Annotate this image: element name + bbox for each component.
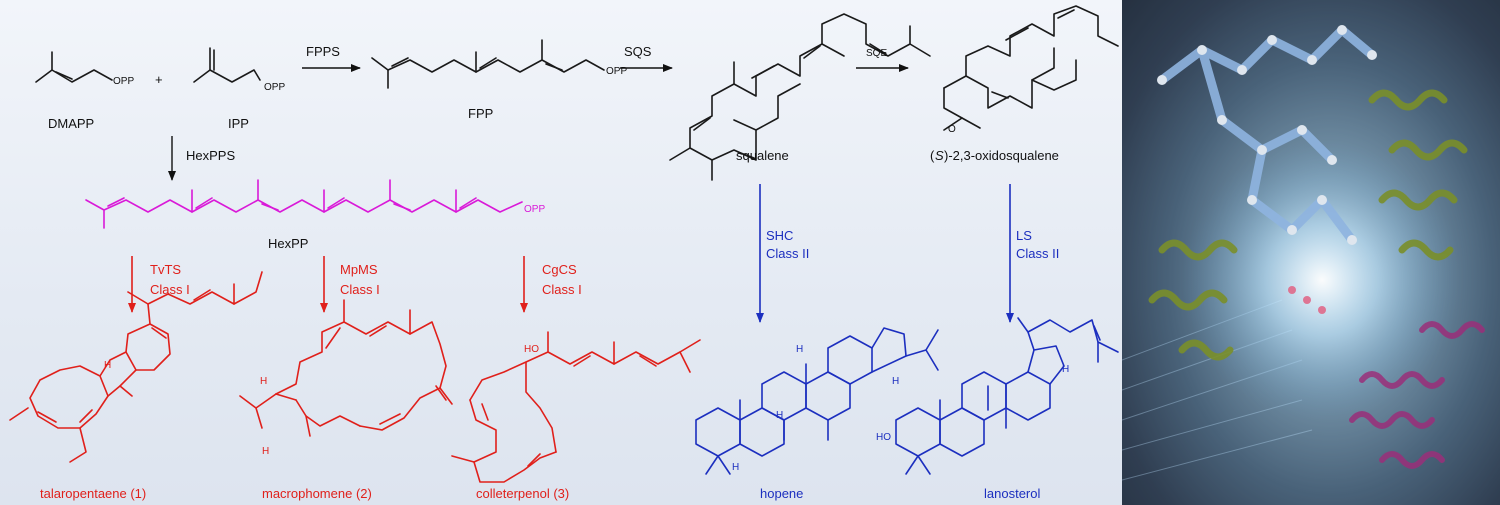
hopene-h1: H bbox=[796, 344, 803, 355]
mpms-class-label: Class I bbox=[340, 282, 380, 297]
protein-illustration bbox=[1122, 0, 1500, 505]
ligand-atoms bbox=[1157, 25, 1377, 245]
hexpps-label: HexPPS bbox=[186, 148, 235, 163]
oxidosqualene-structure: O bbox=[943, 5, 1119, 135]
colleterpenol-structure: HO bbox=[451, 331, 701, 483]
talaropentaene-structure: H bbox=[9, 271, 263, 463]
hopene-h2: H bbox=[776, 410, 783, 421]
colleterpenol-label: colleterpenol (3) bbox=[476, 486, 569, 501]
epoxide-o-label: O bbox=[948, 124, 956, 135]
hopene-h4: H bbox=[892, 376, 899, 387]
ipp-structure: OPP bbox=[193, 47, 285, 93]
cgcs-label: CgCS bbox=[542, 262, 577, 277]
hopene-structure: H H H H bbox=[695, 327, 939, 475]
tvts-class-label: Class I bbox=[150, 282, 190, 297]
hopene-label: hopene bbox=[760, 486, 803, 501]
sqe-label: SQE bbox=[866, 48, 887, 59]
macrophomene-structure: H H bbox=[239, 299, 453, 457]
shc-label: SHC bbox=[766, 228, 793, 243]
helices-purple bbox=[1349, 321, 1485, 469]
ls-label: LS bbox=[1016, 228, 1032, 243]
helices-green bbox=[1148, 89, 1468, 361]
hexpp-structure: OPP bbox=[85, 179, 545, 229]
hopene-h3: H bbox=[732, 462, 739, 473]
squalene-label: squalene bbox=[736, 148, 789, 163]
sqs-label: SQS bbox=[624, 44, 652, 59]
tvts-label: TvTS bbox=[150, 262, 181, 277]
oxidosqualene-stereo: S bbox=[935, 148, 944, 163]
lanosterol-ho-label: HO bbox=[876, 432, 891, 443]
oxidosqualene-prefix: ( bbox=[930, 148, 935, 163]
plus-sign: + bbox=[155, 72, 163, 87]
macrophomene-h-bottom: H bbox=[262, 446, 269, 457]
dmapp-label: DMAPP bbox=[48, 116, 94, 131]
ipp-opp-label: OPP bbox=[264, 82, 285, 93]
hexpp-opp-label: OPP bbox=[524, 204, 545, 215]
active-site-glow bbox=[1182, 140, 1462, 420]
lanosterol-label: lanosterol bbox=[984, 486, 1040, 501]
reaction-scheme-svg: OPP DMAPP + OPP IPP FPPS OPP FPP SQS bbox=[9, 5, 1119, 501]
colleterpenol-ho-label: HO bbox=[524, 344, 539, 355]
talaropentaene-label: talaropentaene (1) bbox=[40, 486, 146, 501]
macrophomene-h-top: H bbox=[260, 376, 267, 387]
catalytic-residues bbox=[1288, 286, 1326, 314]
squalene-structure bbox=[669, 13, 931, 181]
fpp-structure: OPP bbox=[371, 39, 627, 89]
mpms-label: MpMS bbox=[340, 262, 378, 277]
ipp-label: IPP bbox=[228, 116, 249, 131]
protein-render-svg bbox=[1122, 0, 1500, 505]
fpp-opp-label: OPP bbox=[606, 66, 627, 77]
ls-class-label: Class II bbox=[1016, 246, 1059, 261]
lanosterol-structure: H HO bbox=[876, 317, 1119, 475]
lanosterol-h-label: H bbox=[1062, 364, 1069, 375]
fpps-label: FPPS bbox=[306, 44, 340, 59]
oxidosqualene-label: )-2,3-oxidosqualene bbox=[944, 148, 1059, 163]
cgcs-class-label: Class I bbox=[542, 282, 582, 297]
dmapp-structure: OPP bbox=[35, 51, 134, 87]
dmapp-opp-label: OPP bbox=[113, 76, 134, 87]
macrophomene-label: macrophomene (2) bbox=[262, 486, 372, 501]
hexpp-label: HexPP bbox=[268, 236, 308, 251]
fpp-label: FPP bbox=[468, 106, 493, 121]
shc-class-label: Class II bbox=[766, 246, 809, 261]
talaropentaene-h-label: H bbox=[104, 360, 111, 371]
